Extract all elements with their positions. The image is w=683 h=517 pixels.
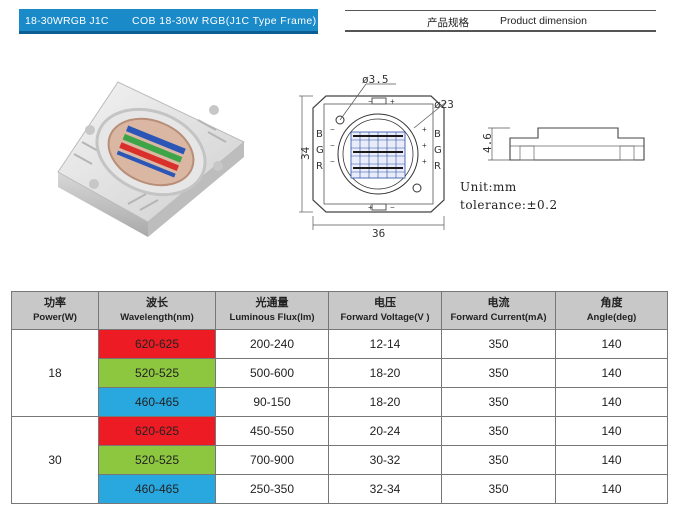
voltage-cell: 30-32 xyxy=(328,445,442,475)
wavelength-cell: 520-525 xyxy=(98,358,216,388)
pin-label-left: G xyxy=(316,145,324,156)
pin-label-right: G xyxy=(434,145,442,156)
voltage-cell: 18-20 xyxy=(328,358,442,388)
svg-text:+: + xyxy=(422,125,427,134)
svg-text:+: + xyxy=(422,141,427,150)
table-row: 18 620-625 200-240 12-14 350 140 xyxy=(11,329,668,417)
dimension-title-en: Product dimension xyxy=(500,15,587,27)
unit-note: Unit:mm xyxy=(460,180,517,194)
svg-text:+: + xyxy=(422,157,427,166)
table-row: 460-465 90-150 18-20 350 140 xyxy=(12,387,668,417)
voltage-cell: 18-20 xyxy=(328,387,442,417)
voltage-cell: 32-34 xyxy=(328,474,442,504)
current-cell: 350 xyxy=(441,445,556,475)
wavelength-cell: 460-465 xyxy=(98,387,216,417)
product-photo xyxy=(57,81,245,237)
angle-cell: 140 xyxy=(555,329,668,359)
svg-text:−: − xyxy=(330,141,335,150)
current-cell: 350 xyxy=(441,329,556,359)
product-title: COB 18-30W RGB(J1C Type Frame) xyxy=(132,15,317,27)
plus-mark: + xyxy=(368,203,373,212)
svg-text:−: − xyxy=(330,157,335,166)
plus-mark: + xyxy=(390,97,395,106)
flux-cell: 250-350 xyxy=(215,474,329,504)
product-code: 18-30WRGB J1C xyxy=(25,15,109,27)
flux-cell: 200-240 xyxy=(215,329,329,359)
minus-mark: − xyxy=(390,203,395,212)
title-banner: 18-30WRGB J1C COB 18-30W RGB(J1C Type Fr… xyxy=(19,9,318,34)
angle-cell: 140 xyxy=(555,358,668,388)
pin-label-left: R xyxy=(316,161,323,172)
table-row: 30 620-625 450-550 20-24 350 140 xyxy=(11,416,668,504)
flux-cell: 450-550 xyxy=(215,416,329,446)
current-cell: 350 xyxy=(441,474,556,504)
voltage-cell: 12-14 xyxy=(328,329,442,359)
dimension-header: 产品规格 Product dimension xyxy=(345,10,656,32)
current-cell: 350 xyxy=(441,416,556,446)
flux-cell: 90-150 xyxy=(215,387,329,417)
top-view-drawing: − + + − B G R B G R − − − + + + 34 36 ø3.5 ø… xyxy=(299,73,454,240)
tolerance-note: tolerance:±0.2 xyxy=(460,198,558,212)
minus-mark: − xyxy=(368,97,373,106)
width-dimension: 36 xyxy=(372,227,385,240)
voltage-cell: 20-24 xyxy=(328,416,442,446)
current-cell: 350 xyxy=(441,387,556,417)
wavelength-cell: 620-625 xyxy=(98,329,216,359)
table-row: 520-525 700-900 30-32 350 140 xyxy=(12,445,668,475)
wavelength-cell: 460-465 xyxy=(98,474,216,504)
wavelength-cell: 620-625 xyxy=(98,416,216,446)
table-row: 460-465 250-350 32-34 350 140 xyxy=(12,474,668,504)
angle-cell: 140 xyxy=(555,474,668,504)
flux-cell: 700-900 xyxy=(215,445,329,475)
table-row: 520-525 500-600 18-20 350 140 xyxy=(12,358,668,388)
hole-diameter-dimension: ø3.5 xyxy=(362,73,389,86)
lens-diameter-dimension: ø23 xyxy=(434,98,454,111)
angle-cell: 140 xyxy=(555,445,668,475)
side-view-drawing: 4.6 xyxy=(481,127,645,161)
power-cell: 18 xyxy=(11,329,99,417)
thickness-dimension: 4.6 xyxy=(481,133,494,153)
angle-cell: 140 xyxy=(555,387,668,417)
dimension-title-cn: 产品规格 xyxy=(427,17,469,29)
pin-label-left: B xyxy=(316,129,323,140)
pin-label-right: R xyxy=(434,161,441,172)
current-cell: 350 xyxy=(441,358,556,388)
height-dimension: 34 xyxy=(299,146,312,160)
pin-label-right: B xyxy=(434,129,441,140)
wavelength-cell: 520-525 xyxy=(98,445,216,475)
svg-text:−: − xyxy=(330,125,335,134)
power-cell: 30 xyxy=(11,416,99,504)
angle-cell: 140 xyxy=(555,416,668,446)
flux-cell: 500-600 xyxy=(215,358,329,388)
